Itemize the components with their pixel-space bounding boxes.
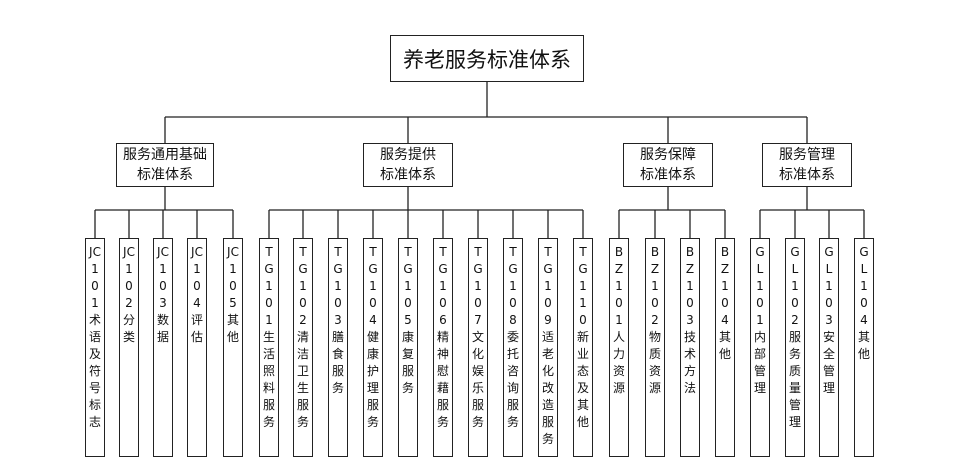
- leaf-node: TG101生活照料服务: [259, 238, 279, 457]
- leaf-label: TG107文化娱乐服务: [471, 245, 484, 429]
- category-node-provision: 服务提供 标准体系: [363, 143, 453, 187]
- leaf-label: JC105其他: [226, 245, 239, 344]
- leaf-node: GL102服务质量管理: [785, 238, 805, 457]
- leaf-node: JC104评估: [187, 238, 207, 457]
- category-label-line2: 标准体系: [640, 167, 696, 183]
- leaf-label: GL104其他: [857, 245, 870, 361]
- category-label-line2: 标准体系: [137, 167, 193, 183]
- leaf-label: GL102服务质量管理: [788, 245, 801, 429]
- leaf-label: TG104健康护理服务: [366, 245, 379, 429]
- leaf-node: BZ104其他: [715, 238, 735, 457]
- category-node-support: 服务保障 标准体系: [623, 143, 713, 187]
- leaf-label: BZ103技术方法: [683, 245, 696, 395]
- root-label: 养老服务标准体系: [403, 47, 571, 72]
- leaf-label: BZ101人力资源: [612, 245, 625, 395]
- leaf-label: TG102清洁卫生服务: [296, 245, 309, 429]
- category-node-general: 服务通用基础 标准体系: [116, 143, 214, 187]
- category-label-line1: 服务提供: [380, 147, 436, 163]
- leaf-label: TG101生活照料服务: [262, 245, 275, 429]
- leaf-node: TG110新业态及其他: [573, 238, 593, 457]
- leaf-label: JC102分类: [122, 245, 135, 344]
- leaf-node: GL104其他: [854, 238, 874, 457]
- leaf-node: JC105其他: [223, 238, 243, 457]
- leaf-node: BZ103技术方法: [680, 238, 700, 457]
- leaf-node: GL101内部管理: [750, 238, 770, 457]
- leaf-label: TG108委托咨询服务: [506, 245, 519, 429]
- category-label-line1: 服务管理: [779, 147, 835, 163]
- leaf-node: BZ101人力资源: [609, 238, 629, 457]
- leaf-label: GL103安全管理: [822, 245, 835, 395]
- leaf-label: JC103数据: [156, 245, 169, 344]
- category-label-line1: 服务保障: [640, 147, 696, 163]
- leaf-label: TG103膳食服务: [331, 245, 344, 395]
- leaf-node: TG108委托咨询服务: [503, 238, 523, 457]
- leaf-label: TG109适老化改造服务: [541, 245, 554, 446]
- leaf-label: BZ104其他: [718, 245, 731, 361]
- category-label-line2: 标准体系: [380, 167, 436, 183]
- leaf-node: TG106精神慰藉服务: [433, 238, 453, 457]
- leaf-label: JC104评估: [190, 245, 203, 344]
- leaf-label: TG105康复服务: [401, 245, 414, 395]
- leaf-label: TG110新业态及其他: [576, 245, 589, 429]
- leaf-label: JC101术语及符号标志: [88, 245, 101, 429]
- leaf-node: JC101术语及符号标志: [85, 238, 105, 457]
- category-label-line2: 标准体系: [779, 167, 835, 183]
- category-label-line1: 服务通用基础: [123, 147, 207, 163]
- category-node-management: 服务管理 标准体系: [762, 143, 852, 187]
- root-node: 养老服务标准体系: [390, 35, 584, 82]
- leaf-node: GL103安全管理: [819, 238, 839, 457]
- leaf-node: TG102清洁卫生服务: [293, 238, 313, 457]
- leaf-node: JC102分类: [119, 238, 139, 457]
- leaf-node: TG109适老化改造服务: [538, 238, 558, 457]
- leaf-label: BZ102物质资源: [648, 245, 661, 395]
- leaf-node: TG107文化娱乐服务: [468, 238, 488, 457]
- leaf-node: TG105康复服务: [398, 238, 418, 457]
- leaf-node: BZ102物质资源: [645, 238, 665, 457]
- leaf-node: TG104健康护理服务: [363, 238, 383, 457]
- leaf-label: TG106精神慰藉服务: [436, 245, 449, 429]
- leaf-label: GL101内部管理: [753, 245, 766, 395]
- leaf-node: TG103膳食服务: [328, 238, 348, 457]
- leaf-node: JC103数据: [153, 238, 173, 457]
